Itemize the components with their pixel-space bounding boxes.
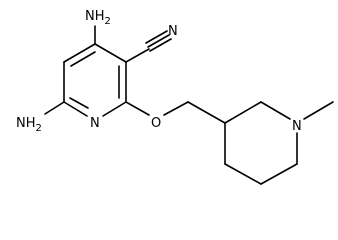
piperidine-ring <box>224 101 298 185</box>
bond-n1-c6 <box>63 101 88 117</box>
nitrile-triple-3 <box>145 30 168 44</box>
bond-c5-c4-inner <box>70 51 96 67</box>
ether-o-label: O <box>151 116 161 131</box>
bond-c5-c4 <box>63 43 96 63</box>
nitrile-triple-1 <box>147 34 170 48</box>
bond-o-ch2 <box>163 101 189 116</box>
amino-top-label: NH2 <box>85 9 111 27</box>
bond-c6p-c5p <box>260 163 298 185</box>
bond-c3p-c2p <box>224 101 262 124</box>
pyridine-ring <box>63 43 127 117</box>
piperidine-n-label: N <box>292 119 302 134</box>
molecule-structure: NH2 NH2 N N O N <box>16 9 334 185</box>
bond-c4-c3 <box>94 43 127 63</box>
bond-c2-n1 <box>102 101 127 117</box>
bond-n-methyl <box>303 101 334 120</box>
ring-n-label: N <box>90 116 100 131</box>
nitrile-triple-2 <box>149 38 172 52</box>
bond-ch2-c3p <box>187 101 226 124</box>
bond-c5p-c4p <box>224 163 262 185</box>
amino-left-label: NH2 <box>16 116 42 134</box>
bond-c6-amino <box>44 101 65 115</box>
nitrile-n-label: N <box>168 24 178 39</box>
bond-n1-c6-inner <box>69 97 89 109</box>
bond-c2-o <box>125 101 150 116</box>
bond-c3-cn <box>125 48 150 63</box>
bond-c2p-n <box>260 101 291 120</box>
